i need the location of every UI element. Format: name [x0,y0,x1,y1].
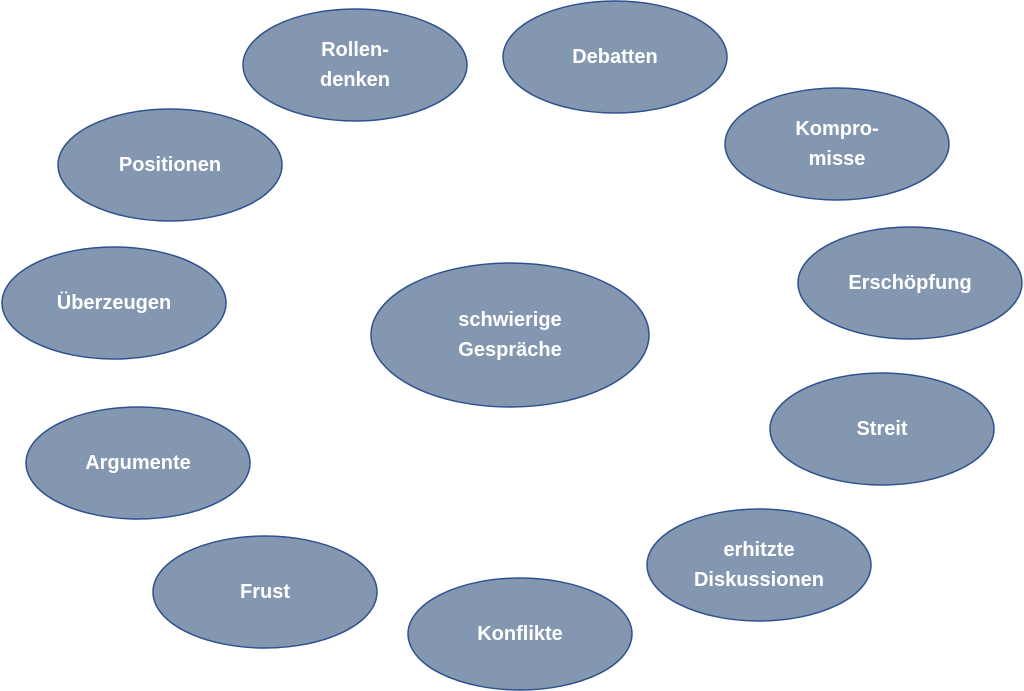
center-node-line-1: schwierige [458,309,561,331]
node-streit: Streit [769,372,995,486]
node-positionen-label: Positionen [119,154,221,176]
node-debatten: Debatten [502,0,728,114]
node-positionen: Positionen [57,108,283,222]
node-debatten-label: Debatten [572,46,658,68]
node-erschoepfung: Erschöpfung [797,226,1023,340]
node-erschoepfung-label: Erschöpfung [848,272,971,294]
center-node: schwierige Gespräche [370,262,650,408]
node-argumente-label: Argumente [85,452,191,474]
node-konflikte-label: Konflikte [477,623,563,645]
node-streit-label: Streit [856,418,907,440]
node-erhitzte-diskussionen: erhitzte Diskussionen [646,508,872,622]
node-frust: Frust [152,535,378,649]
node-ueberzeugen: Überzeugen [1,246,227,360]
node-rollendenken-line-1: Rollen- [321,39,389,61]
node-ueberzeugen-label: Überzeugen [57,291,171,314]
node-kompromisse: Kompro- misse [724,87,950,201]
node-rollendenken: Rollen- denken [242,8,468,122]
node-frust-label: Frust [240,581,290,603]
node-konflikte: Konflikte [407,577,633,691]
center-node-line-2: Gespräche [458,339,561,361]
node-erhitzte-diskussionen-line-1: erhitzte [723,539,794,561]
node-kompromisse-line-1: Kompro- [795,118,878,140]
node-kompromisse-line-2: misse [809,148,866,170]
node-argumente: Argumente [25,406,251,520]
node-rollendenken-line-2: denken [320,69,390,91]
node-erhitzte-diskussionen-line-2: Diskussionen [694,569,824,591]
